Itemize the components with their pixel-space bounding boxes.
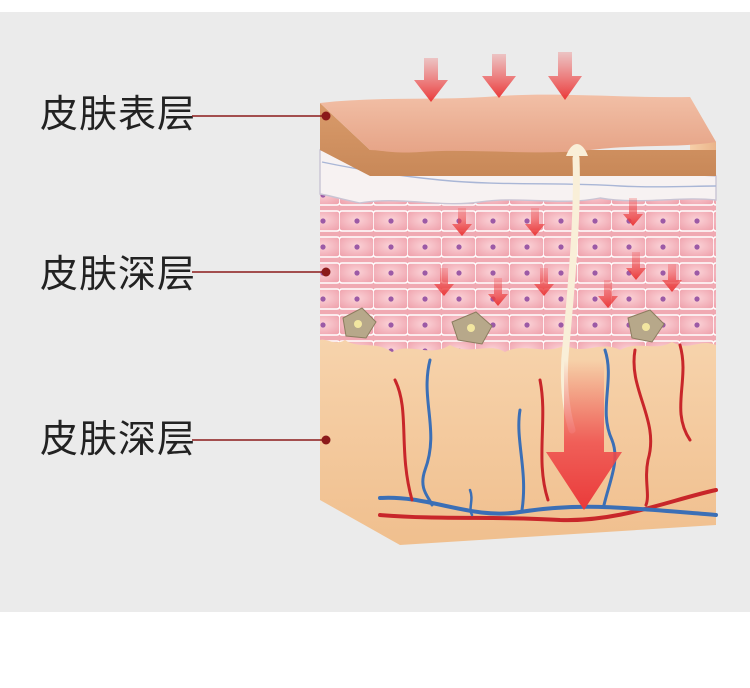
label-dermis: 皮肤深层 xyxy=(40,252,197,296)
epidermis-edge xyxy=(320,103,716,176)
blood-vessels xyxy=(378,343,718,523)
small-arrows xyxy=(434,198,682,308)
leader-dot-dermis xyxy=(321,267,331,277)
big-penetration-arrow xyxy=(546,360,622,510)
incoming-arrows xyxy=(414,52,582,102)
label-epidermis: 皮肤表层 xyxy=(40,92,197,136)
skin-surface xyxy=(320,94,716,153)
leader-dot-subcutis xyxy=(321,435,331,445)
leader-lines xyxy=(192,115,325,441)
label-subcutis: 皮肤深层 xyxy=(40,417,197,461)
pigment-cells xyxy=(342,307,665,345)
leader-dot-epidermis xyxy=(321,111,331,121)
leader-dots xyxy=(321,111,331,445)
